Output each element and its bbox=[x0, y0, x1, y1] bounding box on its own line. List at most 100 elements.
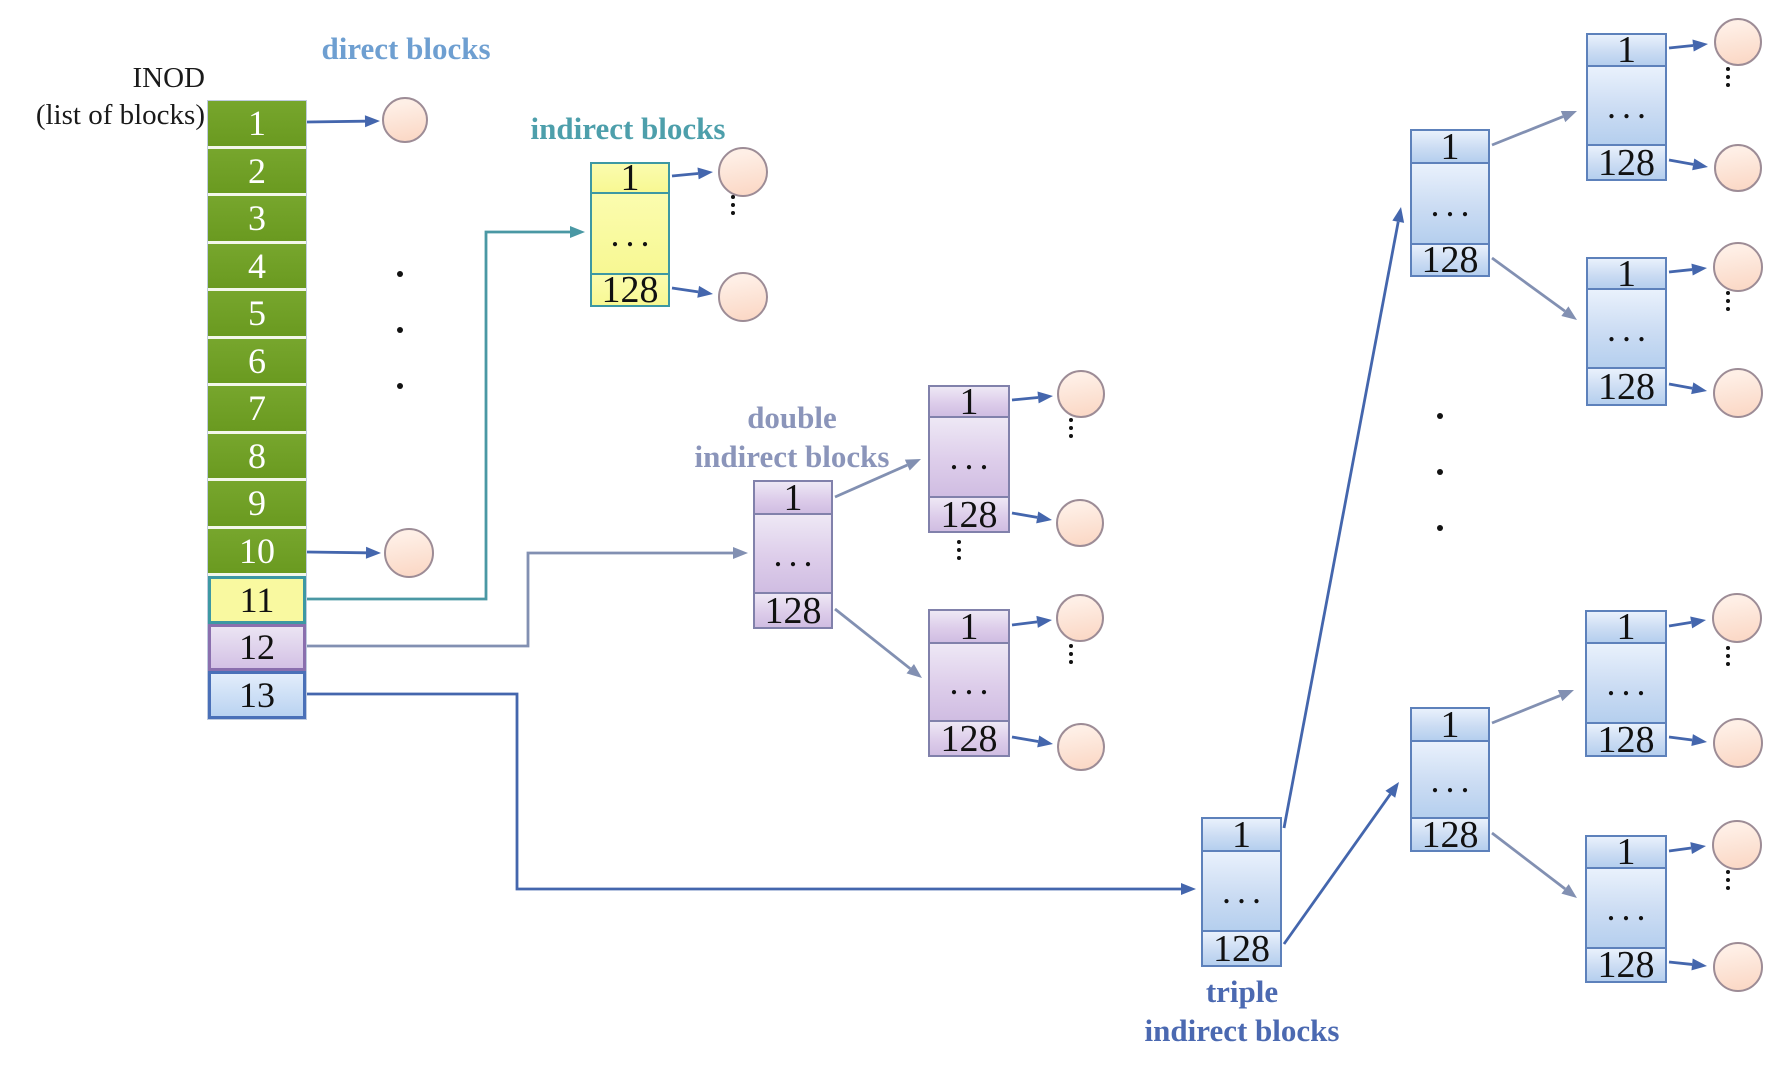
double-indirect-l2-table-bottom-row-128: 128 bbox=[930, 718, 1008, 760]
arrow-indirect-1-to-data-head bbox=[697, 167, 713, 180]
arrow-triple-l1-1-to-l2-top bbox=[1282, 207, 1405, 829]
double-indirect-l2-table-bottom-row-1: 1 bbox=[930, 606, 1008, 648]
arrow-triple-l3-2-1-to-data bbox=[1668, 263, 1707, 276]
data-block-circle bbox=[1713, 942, 1763, 992]
arrow-double-l2-top-1-to-data bbox=[1011, 391, 1053, 404]
arrow-double-l2-bottom-128-to-data-head bbox=[1037, 735, 1053, 748]
triple-indirect-l2-table-top-row-128: 128 bbox=[1412, 239, 1488, 281]
triple-indirect-l1-table-row-1: 1 bbox=[1203, 814, 1280, 856]
ellipsis-dot bbox=[1069, 652, 1073, 656]
arrow-indirect-1-to-data bbox=[671, 167, 713, 180]
arrow-triple-l3-1-1-to-data-head bbox=[1692, 39, 1708, 52]
inode-cell-7: 7 bbox=[208, 386, 306, 434]
data-block-circle bbox=[1712, 820, 1762, 870]
double-indirect-blocks-label-line-1: double bbox=[747, 400, 837, 435]
triple-indirect-blocks-label-line-2: indirect blocks bbox=[1144, 1013, 1340, 1048]
triple-indirect-l3-table-2-row-mid: ... bbox=[1588, 290, 1665, 369]
triple-indirect-l2-table-bottom-row-128: 128 bbox=[1412, 814, 1488, 856]
triple-indirect-l2-table-bottom-row-mid: ... bbox=[1412, 742, 1488, 819]
ellipsis-dot bbox=[1726, 662, 1730, 666]
double-top-more-data-ellipsis bbox=[1069, 418, 1073, 438]
inode-cell-3: 3 bbox=[208, 196, 306, 244]
data-block-circle bbox=[1056, 594, 1104, 642]
arrow-triple-l2-bottom-128-to-l3-4-head bbox=[1561, 884, 1577, 898]
arrow-indirect-128-to-data bbox=[671, 285, 713, 298]
ellipsis-dot bbox=[1726, 886, 1730, 890]
data-block-circle bbox=[1714, 18, 1762, 66]
arrow-triple-l2-top-128-to-l3-2 bbox=[1491, 256, 1577, 320]
inode-cell-13: 13 bbox=[208, 671, 306, 719]
arrow-inode13-to-triple-l1 bbox=[307, 692, 1196, 895]
triple-more-tables-ellipsis bbox=[1437, 413, 1443, 531]
arrow-double-l2-top-1-to-data-head bbox=[1037, 391, 1053, 404]
arrow-inode10-to-data bbox=[306, 546, 381, 559]
indirect-table-row-mid: ... bbox=[592, 194, 668, 275]
triple-indirect-l3-table-3-row-mid: ... bbox=[1587, 644, 1665, 724]
ellipsis-dot bbox=[731, 211, 735, 215]
arrow-double-l2-bottom-1-to-data bbox=[1011, 615, 1052, 628]
triple-l3-4-more-data-ellipsis bbox=[1726, 870, 1730, 890]
data-block-circle bbox=[1713, 718, 1763, 768]
ellipsis-dot bbox=[397, 271, 403, 277]
ellipsis-dot bbox=[1069, 434, 1073, 438]
ellipsis-dot bbox=[1726, 870, 1730, 874]
arrow-triple-l3-1-1-to-data bbox=[1668, 39, 1708, 52]
inode-cell-11: 11 bbox=[208, 576, 306, 624]
arrow-triple-l2-top-1-to-l3-1-head bbox=[1560, 111, 1577, 123]
arrow-triple-l2-top-1-to-l3-1 bbox=[1491, 111, 1577, 147]
ellipsis-dot bbox=[1437, 469, 1443, 475]
arrow-double-l1-1-to-l2-top bbox=[834, 459, 921, 499]
arrow-triple-l3-1-128-to-data-head bbox=[1692, 158, 1708, 171]
triple-indirect-l3-table-4: 1...128 bbox=[1585, 831, 1667, 986]
indirect-table-row-128: 128 bbox=[592, 269, 668, 311]
ellipsis-dot bbox=[1726, 291, 1730, 295]
ellipsis-dot bbox=[957, 548, 961, 552]
triple-indirect-l3-table-3: 1...128 bbox=[1585, 606, 1667, 761]
triple-indirect-l2-table-bottom-row-1: 1 bbox=[1412, 704, 1488, 746]
double-indirect-l2-table-top-row-mid: ... bbox=[930, 418, 1008, 498]
arrow-triple-l2-top-128-to-l3-2-head bbox=[1561, 306, 1577, 320]
ellipsis-dot bbox=[731, 195, 735, 199]
double-indirect-blocks-label: double indirect blocks bbox=[695, 398, 890, 476]
double-indirect-blocks-label-line-2: indirect blocks bbox=[694, 439, 890, 474]
inode-label: INOD(list of blocks) bbox=[36, 60, 205, 134]
inode-cell-2: 2 bbox=[208, 148, 306, 196]
indirect-blocks-label-line-1: indirect blocks bbox=[530, 111, 726, 146]
arrow-triple-l3-4-1-to-data bbox=[1668, 842, 1706, 854]
arrow-inode13-to-triple-l1-head bbox=[1181, 883, 1196, 895]
indirect-table: 1...128 bbox=[590, 157, 670, 311]
inode-cell-1: 1 bbox=[208, 101, 306, 149]
arrow-inode12-to-double-l1 bbox=[307, 547, 748, 648]
ellipsis-dot bbox=[731, 203, 735, 207]
arrow-double-l2-top-128-to-data-head bbox=[1036, 511, 1052, 524]
data-block-circle bbox=[1057, 723, 1105, 771]
arrow-triple-l1-1-to-l2-top-head bbox=[1392, 207, 1405, 223]
arrow-triple-l3-2-128-to-data-head bbox=[1691, 382, 1707, 395]
data-block-circle bbox=[718, 147, 768, 197]
arrow-triple-l3-3-128-to-data-head bbox=[1691, 734, 1707, 746]
triple-indirect-l2-table-top-row-1: 1 bbox=[1412, 126, 1488, 168]
arrow-inode12-to-double-l1-head bbox=[733, 547, 748, 559]
arrow-triple-l3-1-128-to-data bbox=[1668, 158, 1708, 171]
arrow-triple-l3-3-128-to-data bbox=[1668, 734, 1707, 746]
inode-label-line-1: INOD bbox=[132, 62, 206, 94]
arrow-double-l2-bottom-128-to-data bbox=[1011, 735, 1053, 748]
triple-indirect-l3-table-2-row-1: 1 bbox=[1588, 253, 1665, 295]
ellipsis-dot bbox=[1726, 654, 1730, 658]
triple-indirect-l3-table-4-row-128: 128 bbox=[1587, 944, 1665, 986]
double-indirect-l1-table-row-128: 128 bbox=[755, 590, 831, 632]
ellipsis-dot bbox=[957, 540, 961, 544]
triple-l3-2-more-data-ellipsis bbox=[1726, 291, 1730, 311]
triple-indirect-l2-table-top: 1...128 bbox=[1410, 126, 1490, 281]
ellipsis-dot bbox=[397, 327, 403, 333]
data-block-circle bbox=[1714, 144, 1762, 192]
ellipsis-dot bbox=[1069, 644, 1073, 648]
ellipsis-dot bbox=[1069, 660, 1073, 664]
triple-l3-3-more-data-ellipsis bbox=[1726, 646, 1730, 666]
arrow-triple-l1-128-to-l2-bottom-head bbox=[1385, 782, 1399, 798]
double-indirect-l2-table-top-row-128: 128 bbox=[930, 494, 1008, 536]
